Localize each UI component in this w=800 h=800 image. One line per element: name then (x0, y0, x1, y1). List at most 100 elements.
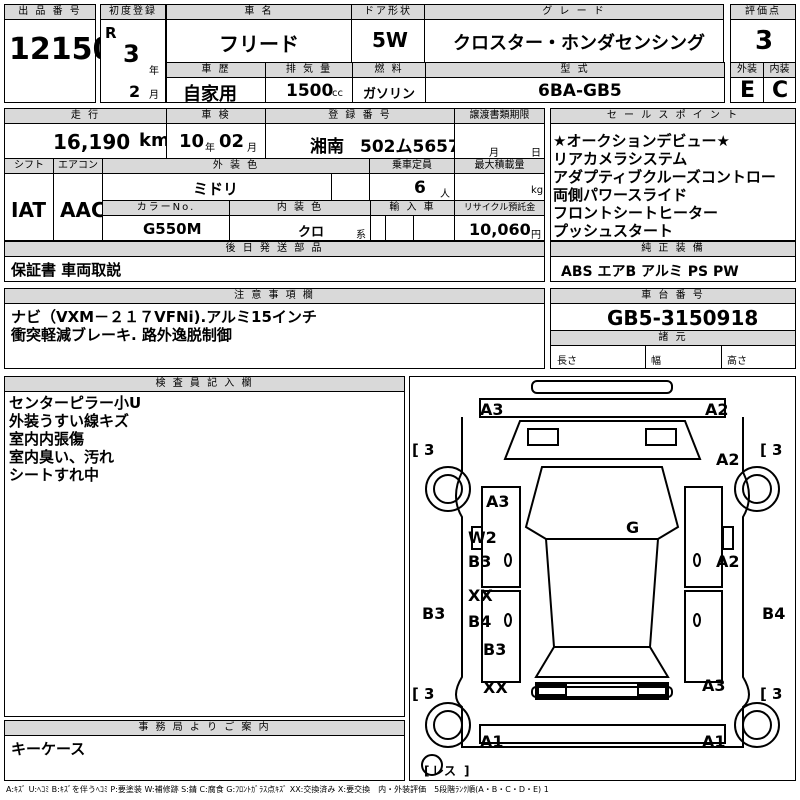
plate-area: 湘南 (310, 137, 344, 157)
displacement-unit: cc (332, 88, 343, 99)
header-int-color: 内 装 色 (229, 200, 371, 216)
rear-bumper (531, 686, 673, 698)
dimensions-cell: 長さ 幅 高さ (550, 345, 796, 369)
header-aircon: エアコン (53, 158, 103, 174)
svg-text:[: [ (760, 685, 767, 703)
history-cell: 自家用 (166, 77, 266, 105)
car-diagram-svg: A3 A2 A3 G A2 W2 B3 A2 XX B4 B3 B4 B3 XX… (412, 380, 785, 778)
mark-front-left: A3 (480, 400, 504, 419)
selling-points-list: ★オークションデビュー★ リアカメラシステム アダプティブクルーズコントロー 両… (553, 132, 776, 240)
door-type: 5W (372, 28, 408, 52)
first-reg-cell: R 3 年 2 月 (100, 19, 166, 103)
header-notes: 注 意 事 項 欄 (4, 288, 545, 304)
int-color: クロ (298, 225, 325, 240)
header-interior: 内装 (763, 62, 796, 78)
capacity: 6 (414, 178, 426, 198)
header-import: 輸 入 車 (370, 200, 455, 216)
mark-left-front-door2: B3 (468, 552, 491, 571)
mark-left-front-door: W2 (468, 528, 497, 547)
exterior-score: E (740, 78, 756, 103)
header-recycle: リサイクル預託金 (454, 200, 545, 216)
recycle: 10,060 (469, 220, 531, 239)
header-score: 評価点 (730, 4, 796, 20)
inspection-month-unit: 月 (247, 143, 257, 154)
header-aftersend: 後 日 発 送 部 品 (4, 241, 545, 257)
grade: クロスター・ホンダセンシング (453, 33, 705, 54)
inspection-year-unit: 年 (205, 143, 215, 154)
transfer-deadline-cell: 月 日 (454, 123, 545, 159)
header-shift: シフト (4, 158, 54, 174)
inspector-note: 外装うすい線キズ (9, 412, 130, 430)
genuine-equip-cell: ABS エアB アルミ PS PW (550, 256, 796, 282)
capacity-cell: 6 人 (369, 173, 455, 201)
max-load-unit: kg (531, 185, 544, 196)
spare-tire (421, 754, 443, 776)
mark-right-sill: B4 (762, 604, 785, 623)
interior-score-cell: C (763, 77, 796, 103)
car-name-cell: フリード (166, 19, 352, 63)
mark-roof: G (626, 518, 639, 537)
plate-cell: 湘南 502ム5657 (265, 123, 460, 159)
lot-number: 12150 (9, 32, 114, 67)
selling-points-cell: ★オークションデビュー★ リアカメラシステム アダプティブクルーズコントロー 両… (550, 123, 796, 241)
tire-front-right-value: 3 (772, 441, 782, 459)
recycle-unit: 円 (531, 230, 541, 241)
aftersend: 保証書 車両取説 (11, 261, 122, 279)
front-panel (479, 398, 726, 418)
interior-score: C (772, 78, 789, 103)
fuel: ガソリン (363, 87, 416, 102)
header-history: 車 歴 (166, 62, 266, 78)
legend: A:ｷｽﾞ U:ﾍｺﾐ B:ｷｽﾞを伴うﾍｺﾐ P:要塗装 W:補修跡 S:錆 … (6, 785, 549, 794)
color-no: G550M (143, 220, 202, 238)
selling-point: アダプティブクルーズコントロー (553, 168, 776, 186)
office-cell: キーケース (4, 735, 405, 781)
recycle-cell: 10,060 円 (454, 215, 545, 241)
tire-front-left-value: 3 (424, 441, 434, 459)
int-color-unit: 系 (356, 230, 366, 241)
svg-text:[: [ (412, 441, 419, 459)
notes-cell: ナビ（VXM－２１７VFNi).アルミ15インチ 衝突軽減ブレーキ. 路外逸脱制… (4, 303, 545, 369)
inspector-note: センターピラー小U (9, 394, 142, 412)
header-car-name: 車 名 (166, 4, 352, 20)
header-ext-color: 外 装 色 (102, 158, 370, 174)
history: 自家用 (183, 84, 237, 105)
aftersend-cell: 保証書 車両取説 (4, 256, 545, 282)
capacity-unit: 人 (440, 189, 450, 200)
exterior-score-cell: E (730, 77, 764, 103)
mark-rear-bumper-left: A1 (480, 732, 504, 751)
ext-color-cell: ミドリ (102, 173, 370, 201)
tire-front-left (425, 466, 471, 512)
mileage: 16,190 (53, 130, 131, 154)
header-dimensions: 諸 元 (550, 330, 796, 346)
mark-right-front-fender: A2 (716, 450, 740, 469)
header-mileage: 走 行 (4, 108, 167, 124)
plate-number: 502ム5657 (360, 137, 460, 157)
inspection-month: 02 (219, 131, 245, 152)
header-first-reg: 初度登録 (100, 4, 166, 20)
office-note: キーケース (11, 740, 86, 758)
header-exterior: 外装 (730, 62, 764, 78)
rear-window (534, 646, 670, 678)
selling-point: 両側パワースライド (553, 186, 688, 204)
import-cell (370, 215, 455, 241)
mark-hood: A3 (486, 492, 510, 511)
aircon-cell: AAC (53, 173, 106, 241)
dim-length: 長さ (557, 356, 577, 367)
selling-point: ★オークションデビュー★ (553, 132, 730, 150)
shift: IAT (11, 198, 47, 222)
first-reg-year: 3 (123, 40, 140, 68)
selling-point: フロントシートヒーター (553, 204, 719, 222)
chassis-number: GB5-3150918 (607, 306, 759, 330)
first-reg-year-unit: 年 (149, 66, 159, 77)
inspector-note: 室内内張傷 (9, 430, 85, 448)
tire-front-right (734, 466, 780, 512)
header-capacity: 乗車定員 (369, 158, 455, 174)
damage-diagram: A3 A2 A3 G A2 W2 B3 A2 XX B4 B3 B4 B3 XX… (409, 376, 796, 781)
header-transfer-deadline: 譲渡書類期限 (454, 108, 545, 124)
front-bumper (531, 380, 673, 394)
body-outline (455, 417, 750, 748)
displacement-cell: 1500 cc (265, 77, 353, 103)
header-displacement: 排 気 量 (265, 62, 353, 78)
score: 3 (755, 26, 774, 56)
tire-rear-left (425, 702, 471, 748)
